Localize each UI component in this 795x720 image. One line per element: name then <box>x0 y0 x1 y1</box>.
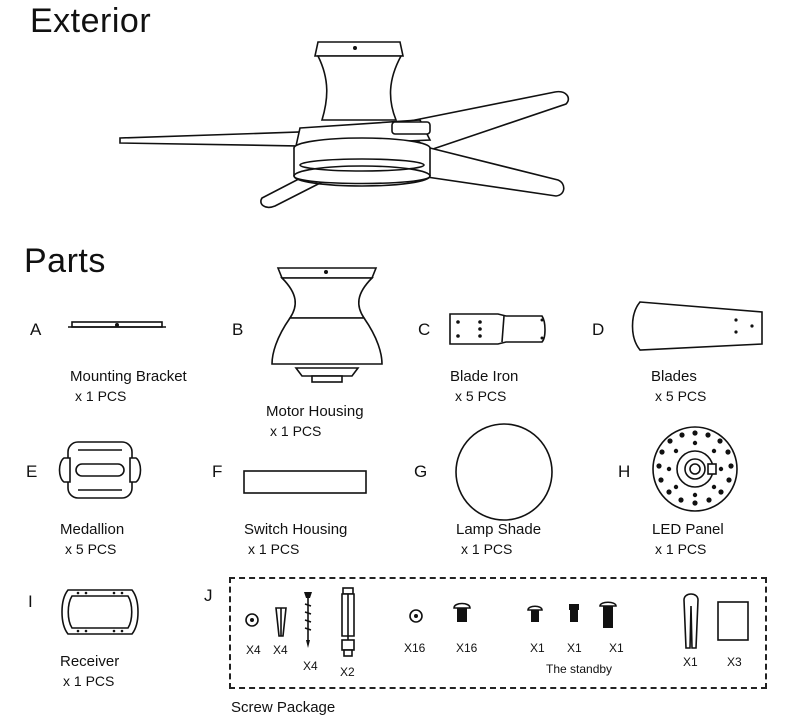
part-name-g: Lamp Shade <box>456 521 542 538</box>
part-letter-f: F <box>212 462 223 481</box>
mounting-bracket-icon <box>68 321 166 328</box>
part-letter-e: E <box>26 462 38 481</box>
screw-count-standby-1: X1 <box>530 641 545 655</box>
part-letter-a: A <box>30 320 42 339</box>
receiver-icon <box>61 589 139 635</box>
part-letter-c: C <box>418 320 431 339</box>
screw-count-lock-washer: X16 <box>404 641 426 655</box>
standby-label: The standby <box>546 662 613 676</box>
part-letter-j: J <box>204 586 213 605</box>
blade-icon <box>631 301 763 351</box>
screw-count-standby-2: X1 <box>567 641 582 655</box>
part-name-d: Blades <box>651 368 697 385</box>
part-letter-i: I <box>28 592 33 611</box>
part-name-c: Blade Iron <box>450 368 519 385</box>
screw-count-anchor: X4 <box>273 643 288 657</box>
motor-housing-icon <box>271 267 383 383</box>
lamp-shade-icon <box>455 423 553 521</box>
screw-count-wood-screw: X4 <box>303 659 318 673</box>
part-name-a: Mounting Bracket <box>70 368 187 385</box>
screw-count-balance-pad: X3 <box>727 655 742 669</box>
switch-housing-icon <box>243 470 367 494</box>
part-letter-d: D <box>592 320 605 339</box>
parts-title: Parts <box>24 242 106 280</box>
screw-count-washer: X4 <box>246 643 261 657</box>
part-qty-g: x 1 PCS <box>461 541 513 557</box>
part-qty-a: x 1 PCS <box>75 388 127 404</box>
part-name-e: Medallion <box>60 521 125 538</box>
screw-count-standby-3: X1 <box>609 641 624 655</box>
ceiling-fan-exterior-illustration <box>119 41 570 209</box>
part-qty-d: x 5 PCS <box>655 388 707 404</box>
part-name-j: Screw Package <box>231 699 336 716</box>
part-qty-i: x 1 PCS <box>63 673 115 689</box>
part-name-f: Switch Housing <box>244 521 348 538</box>
part-qty-f: x 1 PCS <box>248 541 300 557</box>
screw-count-toggle-bolt: X2 <box>340 665 355 679</box>
part-name-h: LED Panel <box>652 521 724 538</box>
screw-package-items-icon <box>245 587 749 657</box>
led-panel-icon <box>652 426 738 512</box>
part-qty-e: x 5 PCS <box>65 541 117 557</box>
part-name-b: Motor Housing <box>266 403 364 420</box>
screw-package-box <box>229 577 767 689</box>
part-qty-h: x 1 PCS <box>655 541 707 557</box>
screw-count-clip: X1 <box>683 655 698 669</box>
part-letter-h: H <box>618 462 631 481</box>
part-letter-b: B <box>232 320 244 339</box>
exterior-title: Exterior <box>30 2 152 40</box>
part-qty-b: x 1 PCS <box>270 423 322 439</box>
part-qty-c: x 5 PCS <box>455 388 507 404</box>
part-letter-g: G <box>414 462 428 481</box>
part-name-i: Receiver <box>60 653 120 670</box>
blade-iron-icon <box>449 313 546 345</box>
medallion-icon <box>58 441 142 499</box>
screw-count-blade-screw: X16 <box>456 641 478 655</box>
